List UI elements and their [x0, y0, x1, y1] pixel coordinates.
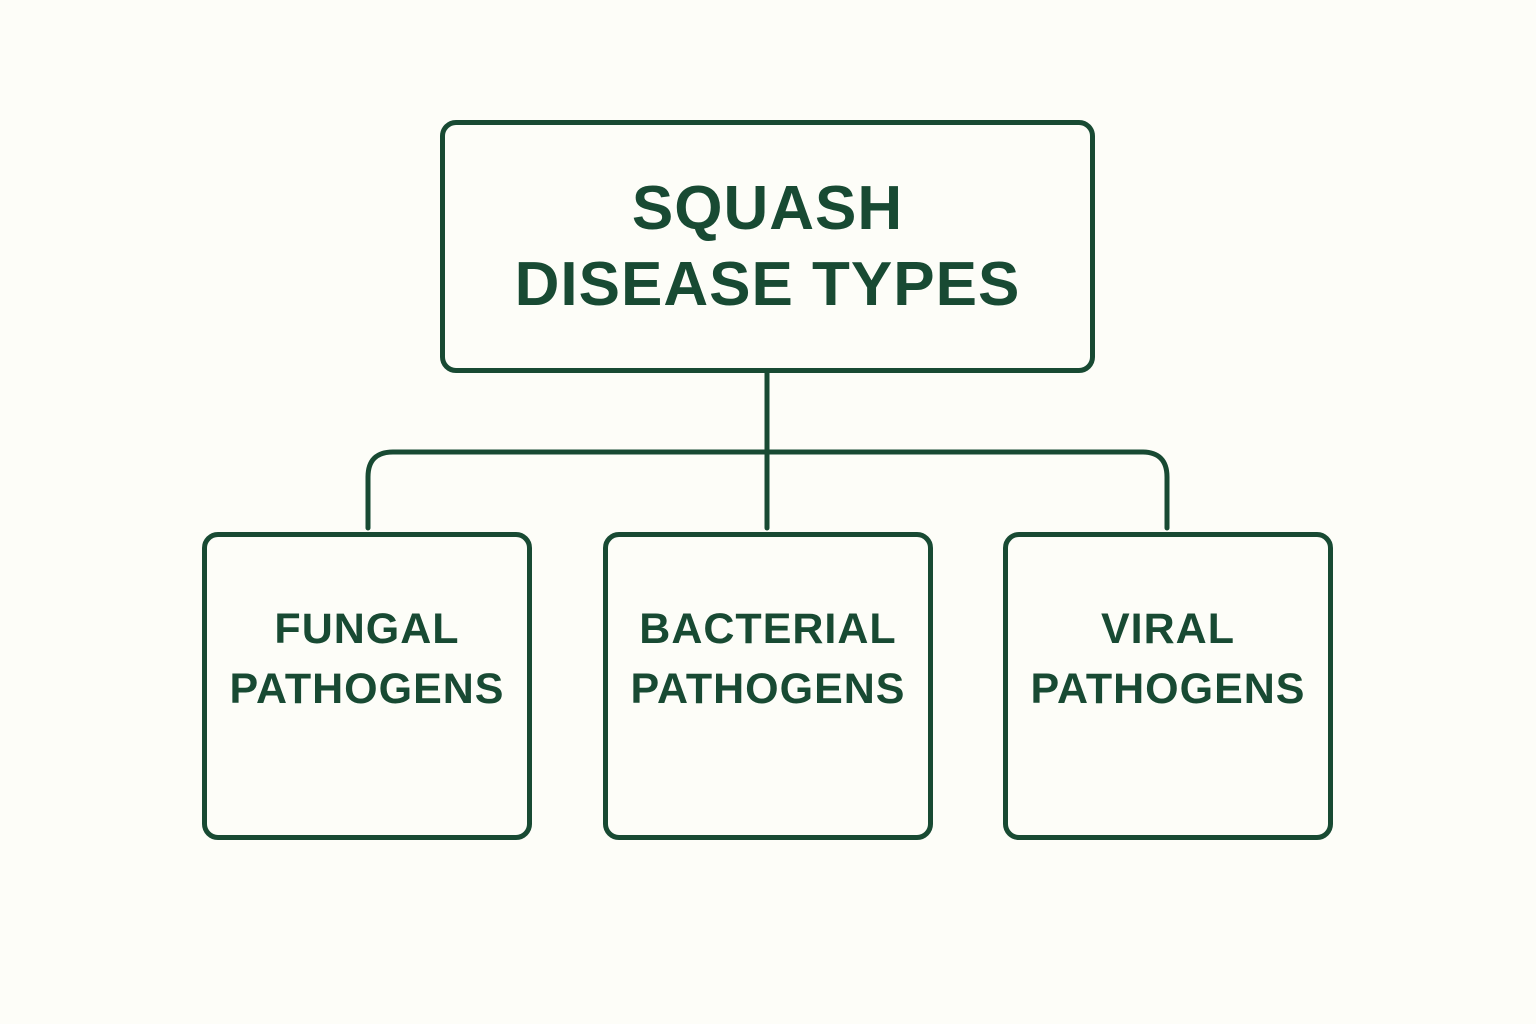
viral-node-label: VIRAL PATHOGENS [1031, 599, 1306, 719]
fungal-pathogens-node: FUNGAL PATHOGENS [202, 532, 532, 840]
viral-label-line-1: VIRAL [1100, 605, 1235, 653]
fungal-label-line-1: FUNGAL [274, 605, 460, 653]
viral-label-line-2: PATHOGENS [1030, 665, 1306, 713]
bacterial-node-label: BACTERIAL PATHOGENS [631, 599, 906, 719]
viral-pathogens-node: VIRAL PATHOGENS [1003, 532, 1333, 840]
fungal-node-label: FUNGAL PATHOGENS [230, 599, 505, 719]
root-node-label: SQUASH DISEASE TYPES [515, 171, 1021, 323]
fungal-label-line-2: PATHOGENS [229, 665, 505, 713]
root-node: SQUASH DISEASE TYPES [440, 120, 1095, 373]
bacterial-label-line-1: BACTERIAL [639, 605, 897, 653]
root-label-line-2: DISEASE TYPES [514, 249, 1021, 319]
root-label-line-1: SQUASH [631, 173, 904, 243]
bacterial-label-line-2: PATHOGENS [630, 665, 906, 713]
bacterial-pathogens-node: BACTERIAL PATHOGENS [603, 532, 933, 840]
